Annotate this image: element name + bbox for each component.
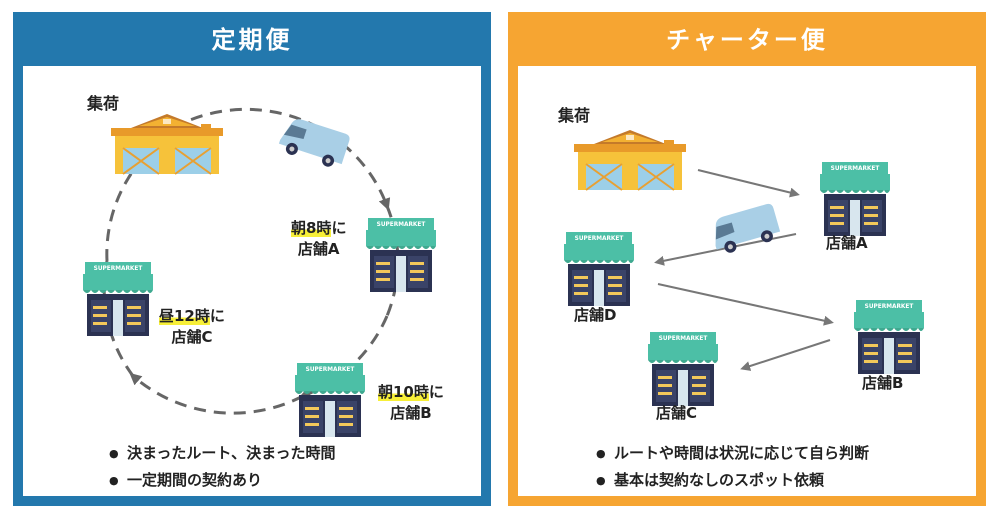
warehouse-icon (573, 129, 687, 191)
store-sign: SUPERMARKET (575, 236, 624, 242)
charter-bullet-list: ルートや時間は状況に応じて自ら判断 基本は契約なしのスポット依頼 (596, 440, 869, 494)
pickup-label: 集荷 (558, 106, 591, 125)
bullet-item: ルートや時間は状況に応じて自ら判断 (596, 440, 869, 467)
supermarket-icon (83, 262, 153, 336)
regular-route-diagram: SUPERMARKET SUPERMARKET SUPERMARKET (83, 107, 436, 437)
stop-a-store: 店舗A (297, 240, 340, 258)
charter-delivery-panel: チャーター便 SUPERMARKET SUPERMARKET SUPERMARK… (508, 12, 986, 506)
pickup-label: 集荷 (87, 94, 120, 113)
regular-delivery-title: 定期便 (211, 25, 293, 54)
stop-c-store: 店舗C (171, 328, 213, 346)
store-b-label: 店舗B (862, 374, 904, 392)
stop-a-time: 朝8時 (291, 219, 332, 237)
stop-b-time: 朝10時 (378, 383, 429, 401)
store-c-label: 店舗C (656, 404, 698, 422)
store-sign: SUPERMARKET (306, 367, 355, 373)
store-sign: SUPERMARKET (94, 266, 143, 272)
supermarket-icon (854, 300, 924, 374)
supermarket-icon (820, 162, 890, 236)
regular-delivery-body: SUPERMARKET SUPERMARKET SUPERMARKET 集荷 朝… (23, 66, 481, 496)
charter-delivery-title: チャーター便 (666, 25, 828, 54)
van-icon (276, 115, 351, 171)
charter-route-diagram: SUPERMARKET SUPERMARKET SUPERMARKET SUPE… (564, 129, 924, 406)
store-a-label: 店舗A (826, 234, 868, 252)
stop-b-label: 朝10時に 店舗B (378, 383, 444, 422)
bullet-item: 基本は契約なしのスポット依頼 (596, 467, 869, 494)
store-sign: SUPERMARKET (377, 222, 426, 228)
stop-b-store: 店舗B (390, 404, 432, 422)
supermarket-icon (295, 363, 365, 437)
regular-delivery-panel: 定期便 SUPERMARKET SUPERMARKET SUPERMARKET … (13, 12, 491, 506)
charter-delivery-body: SUPERMARKET SUPERMARKET SUPERMARKET SUPE… (518, 66, 976, 496)
regular-bullet-list: 決まったルート、決まった時間 一定期間の契約あり (109, 440, 336, 494)
supermarket-icon (366, 218, 436, 292)
bullet-item: 一定期間の契約あり (109, 467, 336, 494)
stop-c-label: 昼12時に 店舗C (159, 307, 225, 346)
store-sign: SUPERMARKET (865, 304, 914, 310)
store-sign: SUPERMARKET (831, 166, 880, 172)
warehouse-icon (110, 113, 224, 175)
store-sign: SUPERMARKET (659, 336, 708, 342)
stop-a-label: 朝8時に 店舗A (291, 219, 347, 258)
store-d-label: 店舗D (574, 306, 617, 324)
van-icon (708, 202, 783, 257)
supermarket-icon (648, 332, 718, 406)
bullet-item: 決まったルート、決まった時間 (109, 440, 336, 467)
supermarket-icon (564, 232, 634, 306)
stop-c-time: 昼12時 (159, 307, 210, 325)
